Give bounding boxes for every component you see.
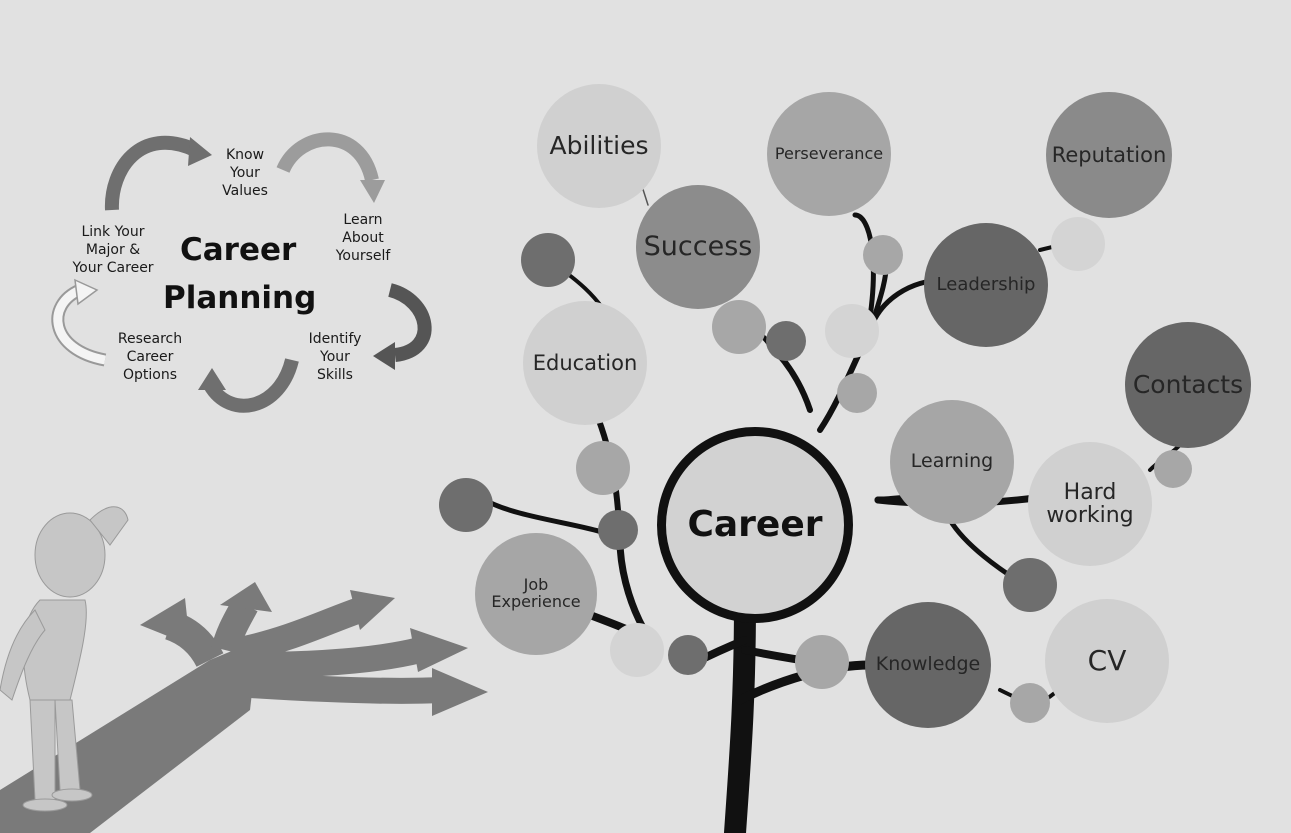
bubble-success: Success (636, 185, 760, 309)
cycle-step-research-options: Research Career Options (117, 331, 183, 383)
bubble-perseverance: Perseverance (767, 92, 891, 216)
small-bubble (439, 478, 493, 532)
small-bubble (712, 300, 766, 354)
small-bubble (610, 623, 664, 677)
bubble-abilities: Abilities (537, 84, 661, 208)
small-bubble (825, 304, 879, 358)
small-bubble (837, 373, 877, 413)
small-bubble (863, 235, 903, 275)
cycle-step-learn-about-yourself: Learn About Yourself (335, 212, 391, 264)
small-bubble (521, 233, 575, 287)
small-bubble (1010, 683, 1050, 723)
bubble-job-experience: Job Experience (475, 533, 597, 655)
small-bubble (795, 635, 849, 689)
cycle-title-line1: Career (180, 232, 297, 268)
cycle-step-know-values: Know Your Values (222, 147, 268, 199)
small-bubbles (439, 217, 1192, 723)
small-bubble (766, 321, 806, 361)
cycle-arrows (51, 132, 432, 413)
bubble-learning: Learning (890, 400, 1014, 524)
small-bubble (1003, 558, 1057, 612)
bubble-reputation: Reputation (1046, 92, 1172, 218)
cycle-step-identify-skills: Identify Your Skills (308, 331, 362, 383)
small-bubble (1051, 217, 1105, 271)
cycle-step-link-major-career: Link Your Major & Your Career (72, 224, 154, 276)
thinking-person-icon (0, 506, 129, 812)
bubble-knowledge: Knowledge (865, 602, 991, 728)
small-bubble (576, 441, 630, 495)
small-bubble (1154, 450, 1192, 488)
bubble-leadership: Leadership (924, 223, 1048, 347)
bubble-education: Education (523, 301, 647, 425)
bubble-contacts: Contacts (1125, 322, 1251, 448)
bubble-hard-working: Hard working (1028, 442, 1152, 566)
bubble-career-center: Career (657, 427, 853, 623)
small-bubble (668, 635, 708, 675)
small-bubble (598, 510, 638, 550)
cycle-title-line2: Planning (163, 280, 317, 316)
bubble-cv: CV (1045, 599, 1169, 723)
